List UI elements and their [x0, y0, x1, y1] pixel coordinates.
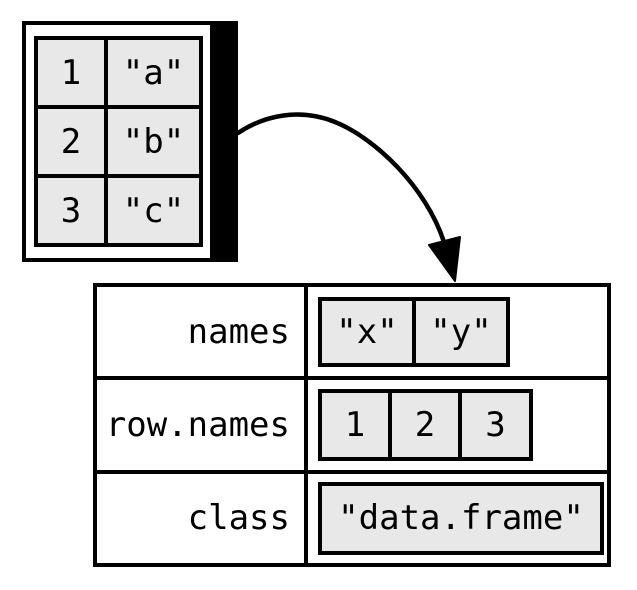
data-frame-grid: 1 "a" 2 "b" 3 "c": [34, 36, 203, 247]
attribute-row-row-names: 1 2 3: [308, 380, 607, 470]
vector-cell: "x": [322, 300, 412, 363]
attribute-label-row-names: row.names: [97, 380, 304, 470]
vector-cell: "y": [416, 300, 506, 363]
names-vector: "x" "y": [318, 296, 510, 367]
data-frame-cell: 2: [38, 109, 104, 174]
vector-cell: "data.frame": [322, 485, 600, 551]
data-frame-cell: 1: [38, 40, 104, 105]
attributes-pointer-bar: [210, 25, 234, 258]
data-frame-cell: "b": [108, 109, 199, 174]
attribute-row-names: "x" "y": [308, 287, 607, 377]
data-frame-cell: "a": [108, 40, 199, 105]
attributes-table: names "x" "y" row.names 1 2 3 class "dat…: [93, 283, 611, 567]
vector-cell: 3: [462, 392, 529, 457]
attribute-label-class: class: [97, 473, 304, 563]
row-names-vector: 1 2 3: [318, 388, 533, 461]
attribute-label-names: names: [97, 287, 304, 377]
vector-cell: 2: [392, 392, 458, 457]
attribute-row-class: "data.frame": [308, 473, 607, 563]
data-frame-cell: "c": [108, 178, 199, 243]
vector-cell: 1: [322, 392, 388, 457]
class-vector: "data.frame": [318, 481, 604, 555]
data-frame-cell: 3: [38, 178, 104, 243]
data-frame-object: 1 "a" 2 "b" 3 "c": [22, 21, 238, 262]
